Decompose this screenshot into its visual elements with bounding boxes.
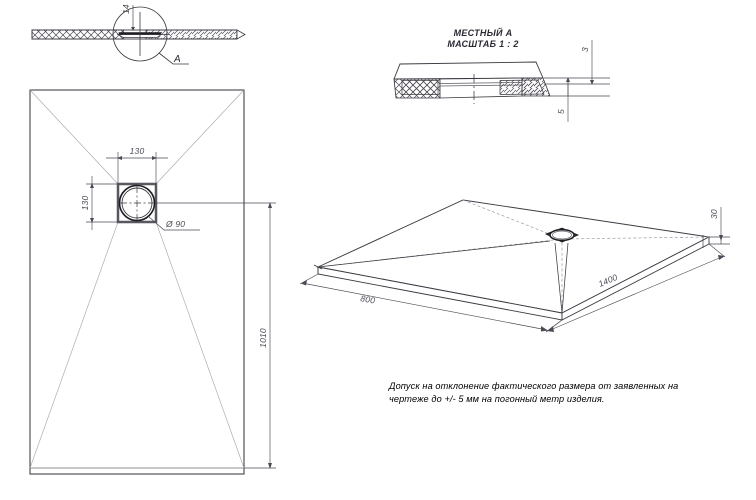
detail-a-dims xyxy=(544,40,610,122)
drain-assembly xyxy=(116,182,158,224)
tolerance-note-line2: чертеже до +/- 5 мм на погонный метр изд… xyxy=(389,393,605,404)
detail-leader xyxy=(158,52,189,65)
detail-a-title-line1: МЕСТНЫЙ А xyxy=(454,27,513,38)
detail-label-a: A xyxy=(173,54,181,65)
dim-height-30 xyxy=(702,207,730,248)
svg-text:14: 14 xyxy=(121,4,131,14)
isometric-view: 800 1400 30 xyxy=(300,199,730,333)
top-section-view: A 14 xyxy=(31,4,246,65)
dim-length-1010 xyxy=(156,202,276,469)
dim-label-130-horizontal: 130 xyxy=(130,146,145,156)
detail-a-view: МЕСТНЫЙ А МАСШТАБ 1 : 2 xyxy=(393,27,610,122)
detail-a-body xyxy=(393,61,551,104)
iso-drain xyxy=(545,227,579,243)
center-cross xyxy=(117,12,170,56)
slope-lines xyxy=(29,89,245,469)
dim-length-1400 xyxy=(545,243,726,333)
dim-label-diameter-90: Ø 90 xyxy=(165,219,185,229)
iso-slope-solid xyxy=(317,240,569,314)
plan-view: 130 130 Ø 90 1010 xyxy=(29,89,276,475)
detail-circle-a xyxy=(112,6,168,62)
diameter-leader xyxy=(147,215,200,231)
tray-outline xyxy=(29,89,245,475)
iso-slope-lines xyxy=(317,199,710,313)
tolerance-note-line1: Допуск на отклонение фактического размер… xyxy=(389,381,679,391)
thickness-dim-14: 14 xyxy=(121,4,135,31)
dim-drain-height-130 xyxy=(86,176,118,230)
detail-a-dim-5: 5 xyxy=(556,109,566,114)
detail-a-dim-3: 3 xyxy=(580,47,590,52)
iso-left-corner xyxy=(313,264,323,274)
dim-label-800: 800 xyxy=(360,293,376,306)
dim-label-130-vertical: 130 xyxy=(80,196,90,211)
tray-top-plane xyxy=(316,199,711,314)
dim-label-30: 30 xyxy=(709,209,719,219)
detail-a-title-line2: МАСШТАБ 1 : 2 xyxy=(447,39,518,49)
dim-label-1010: 1010 xyxy=(258,328,268,348)
dim-drain-width-130 xyxy=(106,152,168,184)
tolerance-note: Допуск на отклонение фактического размер… xyxy=(389,380,739,405)
